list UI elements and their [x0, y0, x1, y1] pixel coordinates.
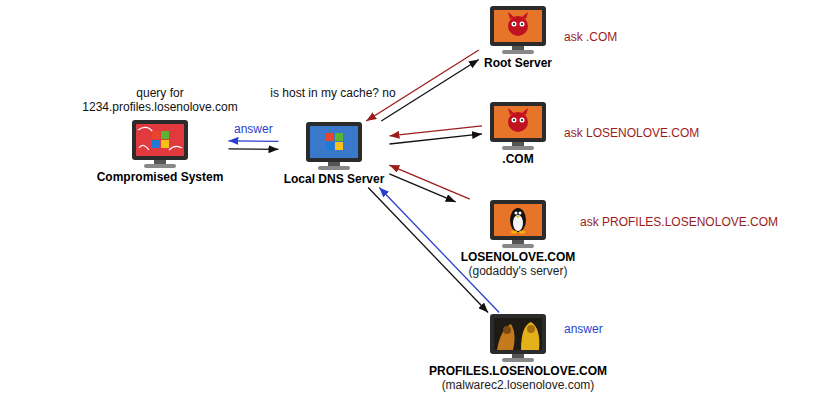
node-subtitle: (godaddy's server) — [469, 264, 568, 278]
monitor-bezel — [490, 314, 546, 354]
screen-symbol — [497, 322, 539, 350]
monitor-bezel — [490, 200, 546, 240]
node-title: PROFILES.LOSENOLOVE.COM — [429, 364, 607, 378]
monitor-neck — [154, 160, 166, 164]
monitor-neck — [512, 354, 524, 358]
monitor-icon — [487, 314, 549, 362]
screen-symbol — [510, 208, 526, 234]
query-arrow — [389, 174, 455, 202]
node-title: .COM — [502, 152, 533, 166]
monitor-screen — [494, 106, 542, 138]
monitor-bezel — [306, 122, 362, 162]
server-node: .COM — [484, 102, 552, 166]
monitor-screen — [310, 126, 358, 158]
monitor-bezel — [132, 120, 188, 160]
monitor-screen — [494, 318, 542, 350]
server-node: Compromised System — [94, 120, 227, 184]
node-title: LOSENOLOVE.COM — [461, 250, 576, 264]
query-arrow — [366, 50, 479, 121]
query-arrow — [229, 140, 279, 142]
monitor-base — [144, 164, 176, 168]
monitor-screen — [494, 204, 542, 236]
query-arrow — [389, 126, 482, 136]
node-title: Compromised System — [97, 170, 224, 184]
query-label: ask LOSENOLOVE.COM — [564, 126, 699, 140]
node-title: Local DNS Server — [284, 172, 385, 186]
screen-symbol — [326, 133, 343, 150]
monitor-base — [318, 166, 350, 170]
screen-symbol — [138, 127, 182, 150]
monitor-bezel — [490, 6, 546, 46]
monitor-icon — [487, 6, 549, 54]
monitor-neck — [512, 240, 524, 244]
note-label: query for 1234.profiles.losenolove.com — [70, 86, 250, 114]
monitor-screen — [136, 124, 184, 156]
node-subtitle: (malwarec2.losenolove.com) — [442, 378, 595, 392]
monitor-base — [502, 50, 534, 54]
monitor-icon — [303, 122, 365, 170]
monitor-neck — [512, 46, 524, 50]
monitor-neck — [512, 142, 524, 146]
edge-label: answer — [562, 322, 605, 336]
server-node: LOSENOLOVE.COM(godaddy's server) — [458, 200, 579, 278]
query-arrow — [229, 148, 279, 150]
server-node: Root Server — [481, 6, 556, 70]
screen-symbol — [508, 108, 528, 132]
query-label: ask PROFILES.LOSENOLOVE.COM — [580, 215, 778, 229]
monitor-screen — [494, 10, 542, 42]
monitor-icon — [487, 102, 549, 150]
monitor-icon — [487, 200, 549, 248]
query-arrow — [389, 134, 482, 144]
monitor-neck — [328, 162, 340, 166]
query-arrow — [381, 59, 479, 120]
edge-label: answer — [232, 122, 275, 136]
query-arrow — [389, 165, 469, 199]
server-node: Local DNS Server — [281, 122, 388, 186]
query-label: ask .COM — [564, 30, 617, 44]
node-title: Root Server — [484, 56, 552, 70]
monitor-base — [502, 358, 534, 362]
monitor-base — [502, 244, 534, 248]
monitor-base — [502, 146, 534, 150]
note-label: is host in my cache? no — [258, 86, 408, 100]
monitor-bezel — [490, 102, 546, 142]
monitor-icon — [129, 120, 191, 168]
screen-symbol — [508, 12, 528, 36]
